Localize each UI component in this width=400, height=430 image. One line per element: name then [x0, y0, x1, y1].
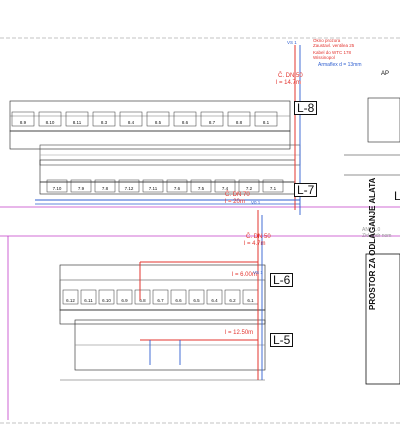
room-label: 6.1 — [247, 298, 254, 303]
room-label: 8.10 — [46, 120, 55, 125]
room-cell — [170, 289, 187, 305]
room-cell — [214, 179, 236, 193]
room-label: 8.4 — [128, 120, 135, 125]
room-label: 7.8 — [102, 186, 109, 191]
room-cell — [166, 179, 188, 193]
callout-top-3: Kabel do WTC 178 — [313, 50, 352, 55]
room-cell — [262, 179, 284, 193]
room-cell — [94, 179, 116, 193]
tag-ap: AP — [381, 71, 390, 77]
room-cell — [227, 111, 251, 127]
block-l5 — [60, 319, 266, 381]
tag-vs1-low: VS 1 — [253, 270, 263, 275]
room-cell — [92, 111, 116, 127]
row-l6-labels: 6.12 6.11 6.10 6.9 6.8 6.7 6.6 6.5 6.4 6.2 6.1 — [62, 289, 259, 305]
room-cell — [152, 289, 169, 305]
room-cell — [200, 111, 224, 127]
room-label: 8.11 — [73, 120, 82, 125]
room-label: 8.9 — [20, 120, 27, 125]
right-area — [344, 97, 400, 385]
room-label: 6.10 — [102, 298, 111, 303]
room-label: 6.2 — [229, 298, 236, 303]
note-l6-red: l = 6.00m — [232, 272, 257, 278]
room-label: 8.8 — [236, 120, 243, 125]
armaflex-note: Armaflex d = 13mm — [318, 62, 362, 68]
level-label-l7: L-7 — [294, 183, 318, 197]
room-label: 6.11 — [84, 298, 93, 303]
room-cell — [116, 289, 133, 305]
room-label: 6.5 — [193, 298, 200, 303]
callout-top-1: Okno prozora — [313, 38, 341, 43]
note-top-red-1: Č. DN 50 — [278, 73, 303, 79]
room-label: 6.9 — [121, 298, 128, 303]
room-label: 8.1 — [263, 120, 270, 125]
note-low-red-1: Č. DN 50 — [246, 234, 271, 240]
gray-note-1: ANT 1.0 — [362, 227, 381, 233]
room-label: 8.5 — [155, 120, 162, 125]
row-l7-labels: 7.10 7.9 7.8 7.12 7.11 7.6 7.5 7.4 7.2 7.1 — [46, 179, 284, 193]
room-label: 8.7 — [209, 120, 216, 125]
room-cell — [173, 111, 197, 127]
room-cell — [98, 289, 115, 305]
block-l6 — [0, 235, 400, 325]
room-label: PROSTOR ZA ODLAGANJE ALATA — [368, 177, 377, 310]
row-l8-labels: 8.9 8.10 8.11 8.3 8.4 8.5 8.6 8.7 8.8 8.1 — [11, 111, 278, 127]
room-cell — [146, 111, 170, 127]
room-cell — [142, 179, 164, 193]
room-label: 6.12 — [66, 298, 75, 303]
room-label: 7.1 — [270, 186, 277, 191]
level-label-l8: L-8 — [294, 101, 318, 115]
note-mid-red-1: Č. DN 70 — [225, 192, 250, 198]
room-cell — [206, 289, 223, 305]
room-cell — [238, 179, 260, 193]
room-cell — [134, 289, 151, 305]
room-label: 7.6 — [174, 186, 181, 191]
room-label: 7.5 — [198, 186, 205, 191]
level-label-right: L — [392, 190, 400, 202]
callout-top-2: Zaustavl. ventilea 25 — [313, 43, 355, 48]
frame-lines — [0, 37, 400, 424]
tag-vs1-top: VS 1 — [287, 40, 297, 45]
room-cell — [46, 179, 68, 193]
room-label: 6.6 — [175, 298, 182, 303]
room-cell — [118, 179, 140, 193]
level-label-l5: L-5 — [270, 333, 294, 347]
room-label: 8.6 — [182, 120, 189, 125]
room-cell — [65, 111, 89, 127]
room-cell — [188, 289, 205, 305]
note-l5-red: l = 12.50m — [225, 330, 254, 336]
callout-top-4: Wissinopol — [313, 55, 335, 60]
room-cell — [190, 179, 212, 193]
room-label: 7.10 — [53, 186, 62, 191]
room-label: 6.8 — [139, 298, 146, 303]
room-label: 8.3 — [101, 120, 108, 125]
room-label: 6.7 — [157, 298, 164, 303]
room-label: 7.11 — [149, 186, 158, 191]
room-cell — [11, 111, 35, 127]
room-label: 6.4 — [211, 298, 218, 303]
note-low-red-2: l = 4.7m — [244, 241, 266, 247]
room-label: 7.12 — [125, 186, 134, 191]
red-pipes — [139, 45, 296, 380]
room-cell — [38, 111, 62, 127]
tag-v01: V0 1 — [251, 200, 261, 205]
room-cell — [119, 111, 143, 127]
room-label: 7.9 — [78, 186, 85, 191]
note-mid-red-2: l = 20m — [225, 199, 245, 205]
room-cell — [224, 289, 241, 305]
room-label: 7.2 — [246, 186, 253, 191]
room-cell — [80, 289, 97, 305]
level-label-l6: L-6 — [270, 273, 294, 287]
room-label: 7.4 — [222, 186, 229, 191]
block-l8 — [9, 100, 301, 166]
gray-note-2: Zid podr nom — [362, 233, 392, 239]
room-cell — [62, 289, 79, 305]
room-cell — [254, 111, 278, 127]
room-cell — [70, 179, 92, 193]
note-top-red-2: l = 14.7m — [276, 80, 301, 86]
